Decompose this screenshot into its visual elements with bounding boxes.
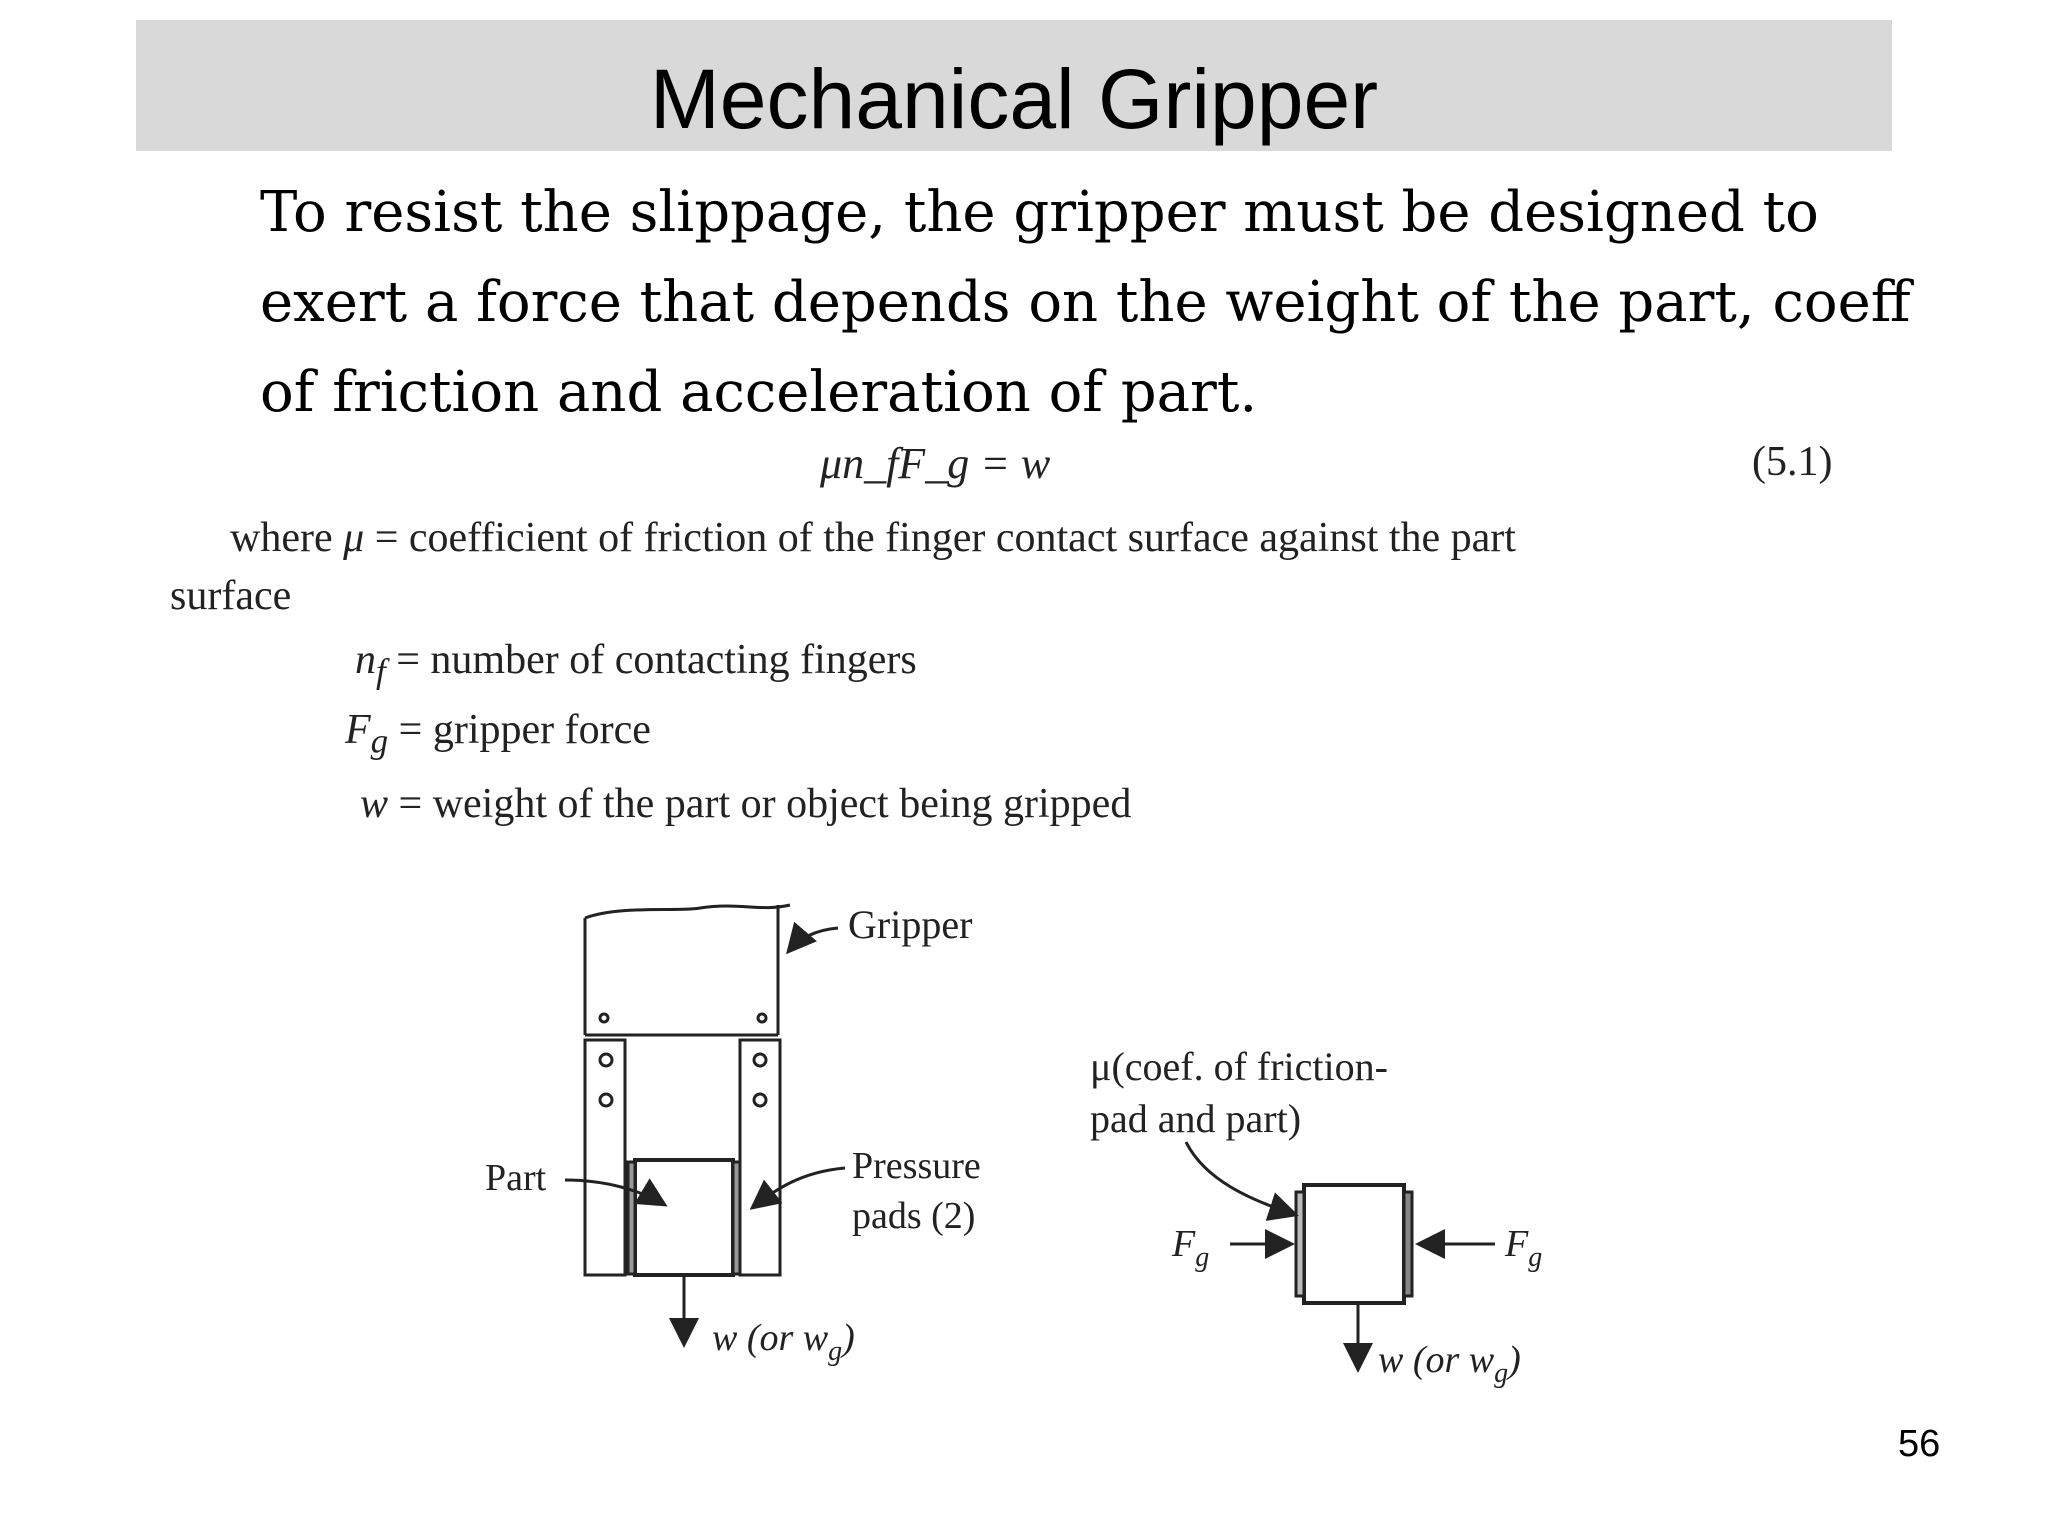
title-bar: Mechanical Gripper — [136, 20, 1892, 151]
nf-symbol: n — [355, 637, 376, 683]
fbd-part-block — [1302, 1183, 1406, 1305]
gripper-label: Gripper — [848, 902, 972, 947]
intro-paragraph: To resist the slippage, the gripper must… — [260, 180, 1911, 425]
weight-label-left: w (or wg) — [712, 1317, 855, 1367]
part-leader — [564, 1178, 668, 1207]
gripper-leader — [786, 921, 839, 955]
page-number: 56 — [1898, 1423, 1941, 1465]
left-pad — [626, 1160, 637, 1276]
pivot-right — [756, 1012, 768, 1024]
mu-label-line1: μ(coef. of friction- — [1090, 1044, 1388, 1089]
right-pad — [731, 1160, 742, 1276]
force-label-right: Fg — [1504, 1223, 1542, 1273]
part-block — [633, 1158, 735, 1277]
definition-mu: where μ = coefficient of friction of the… — [230, 510, 1516, 566]
pads-label-line2: pads (2) — [852, 1195, 975, 1237]
left-finger-hole-1 — [598, 1052, 614, 1068]
pads-leader — [749, 1166, 846, 1210]
mu-definition: = coefficient of friction of the finger … — [374, 515, 1516, 561]
free-body-diagram — [1184, 1141, 1495, 1373]
nf-subscript: f — [376, 651, 386, 691]
gripper-top-edge — [584, 903, 791, 920]
left-finger-hole-2 — [598, 1092, 614, 1108]
definition-nf: nf = number of contacting fingers — [355, 632, 917, 699]
fbd-right-pad — [1402, 1190, 1414, 1298]
mu-label-line2: pad and part) — [1090, 1096, 1301, 1141]
fg-definition: = gripper force — [398, 707, 651, 753]
pads-label-line1: Pressure — [852, 1145, 981, 1187]
mu-leader — [1184, 1141, 1299, 1221]
equation-number: (5.1) — [1752, 439, 1833, 485]
right-finger-hole-2 — [752, 1092, 768, 1108]
fbd-left-pad — [1294, 1190, 1306, 1298]
definition-w: w = weight of the part or object being g… — [360, 776, 1131, 832]
equation-formula: μn_fF_g = w — [820, 439, 1051, 488]
left-finger — [583, 1038, 627, 1277]
where-word: where — [230, 515, 333, 561]
fg-symbol: F — [345, 707, 371, 753]
mu-symbol: μ — [343, 515, 365, 561]
part-label: Part — [485, 1157, 547, 1199]
force-label-left: Fg — [1171, 1223, 1209, 1273]
w-symbol: w — [360, 781, 389, 827]
slide-title: Mechanical Gripper — [649, 52, 1379, 146]
pivot-left — [598, 1012, 610, 1024]
gripper-diagram — [564, 903, 846, 1348]
weight-label-right: w (or wg) — [1378, 1339, 1521, 1389]
nf-definition: = number of contacting fingers — [396, 637, 917, 683]
right-finger — [738, 1038, 782, 1277]
definition-mu-continued: surface — [170, 573, 292, 619]
w-definition: = weight of the part or object being gri… — [398, 781, 1132, 827]
definition-fg: Fg = gripper force — [345, 702, 651, 769]
fg-subscript: g — [370, 721, 389, 761]
right-finger-hole-1 — [752, 1052, 768, 1068]
